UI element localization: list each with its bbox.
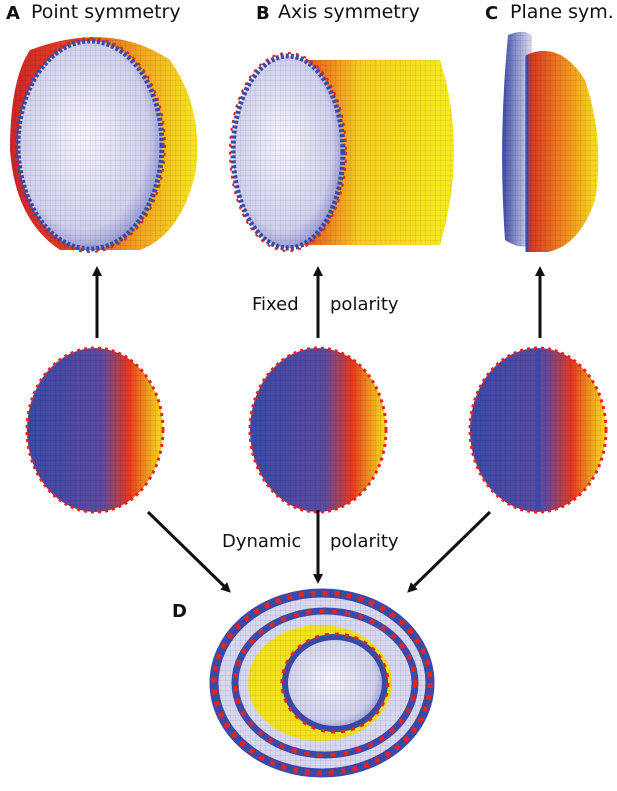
panel-b-shell xyxy=(229,52,454,252)
blob-a xyxy=(25,346,165,514)
panel-c-letter: C xyxy=(485,3,499,24)
arrows xyxy=(92,266,545,593)
arrow-diag-a xyxy=(146,510,231,593)
arrow-diag-c xyxy=(407,510,492,593)
panel-d-rings xyxy=(209,588,435,778)
panel-c-shell xyxy=(502,31,599,253)
fixed-polarity-label: polarity xyxy=(330,294,399,315)
panel-a-title: Point symmetry xyxy=(31,1,181,23)
dynamic-polarity-label: polarity xyxy=(330,531,399,552)
fixed-label: Fixed xyxy=(252,294,299,315)
dynamic-label: Dynamic xyxy=(222,531,302,552)
panel-a-shell xyxy=(10,37,198,253)
panel-a-letter: A xyxy=(6,3,20,24)
panel-c-title: Plane sym. xyxy=(510,1,614,23)
blob-b xyxy=(248,346,388,514)
panel-d-letter: D xyxy=(172,601,187,622)
panel-b-title: Axis symmetry xyxy=(278,1,420,23)
panel-b-letter: B xyxy=(256,3,270,24)
blob-c xyxy=(468,346,608,514)
